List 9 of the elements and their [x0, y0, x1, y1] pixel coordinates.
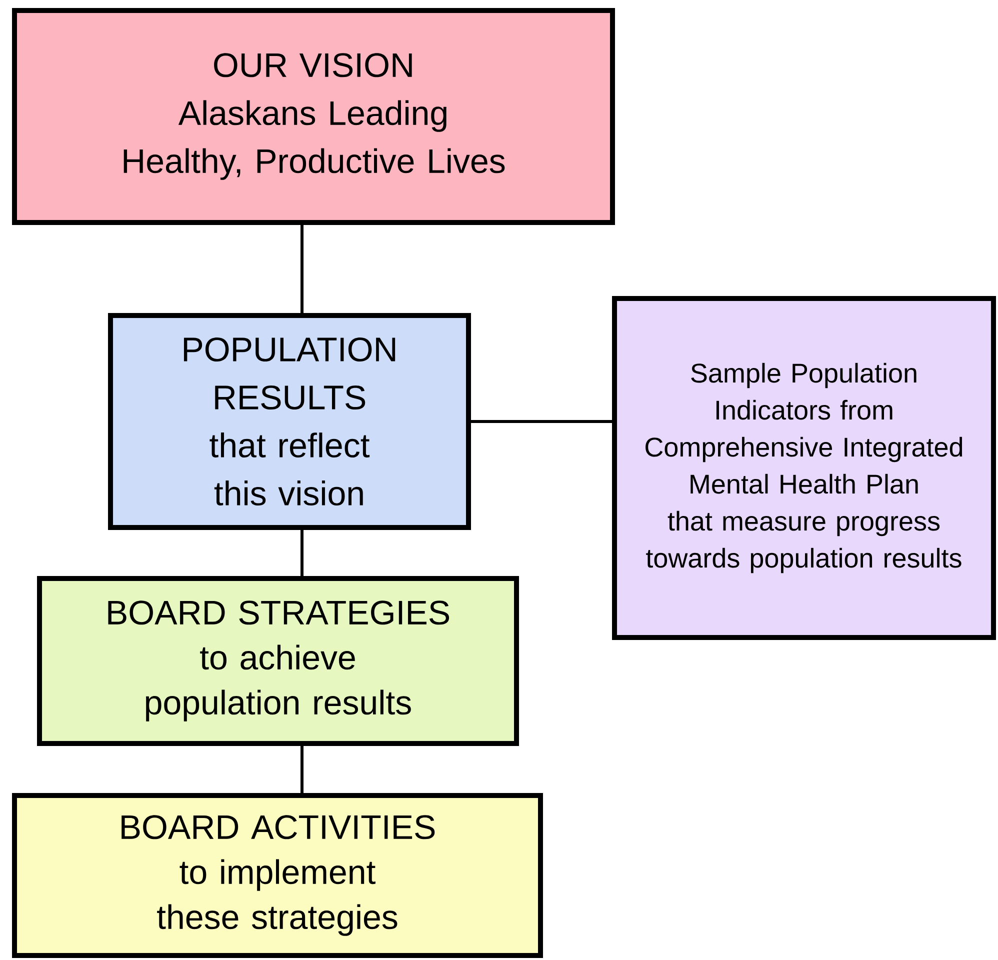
text-box: Sample Population Indicators from Comprehensive Integrated Mental Health Plan that measure progress towards population results — [612, 296, 996, 640]
text-box: OUR VISION Alaskans Leading Healthy, Productive Lives — [12, 8, 615, 225]
connector-line — [300, 746, 304, 793]
connector-line — [300, 225, 304, 313]
connector-line — [300, 530, 304, 576]
text-box: BOARD STRATEGIES to achieve population results — [37, 576, 519, 746]
text-box: POPULATION RESULTS that reflect this vision — [108, 313, 471, 530]
text-box: BOARD ACTIVITIES to implement these strategies — [12, 793, 543, 958]
connector-line — [471, 420, 612, 423]
